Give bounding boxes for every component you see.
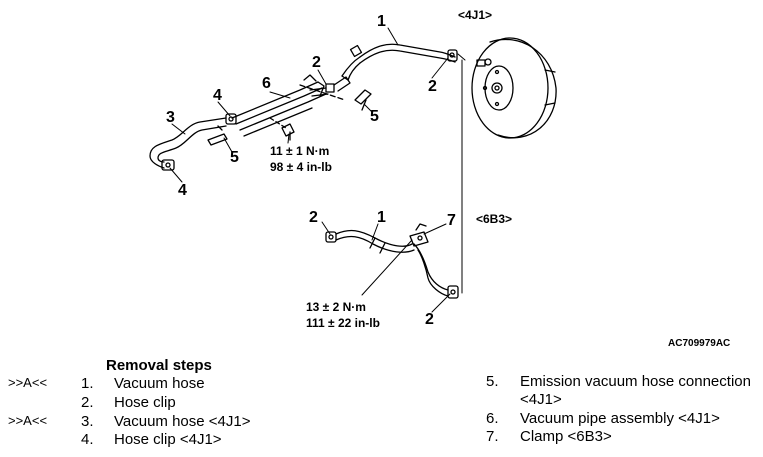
step-row: >>A<< 1. Vacuum hose xyxy=(8,375,338,394)
step-row: 4. Hose clip <4J1> xyxy=(8,431,338,450)
step-row: 7. Clamp <6B3> xyxy=(486,428,761,446)
vacuum-hose-bottom xyxy=(325,229,459,299)
callout-2-top-right: 2 xyxy=(428,78,437,95)
torque-top-imperial: 98 ± 4 in-lb xyxy=(270,160,332,174)
callout-2-bottom-left: 2 xyxy=(309,209,318,226)
step-row: 2. Hose clip xyxy=(8,394,338,413)
step-number: 1. xyxy=(81,375,94,392)
removal-steps-title: Removal steps xyxy=(106,357,212,374)
torque-bottom-metric: 13 ± 2 N·m xyxy=(306,300,366,314)
step-number: 5. xyxy=(486,373,499,390)
callout-1-bottom: 1 xyxy=(377,209,386,226)
callout-1-top: 1 xyxy=(377,13,386,30)
step-text: Emission vacuum hose connection xyxy=(520,373,751,390)
step-row: >>A<< 3. Vacuum hose <4J1> xyxy=(8,413,338,432)
callout-6: 6 xyxy=(262,75,271,92)
clamp-6b3 xyxy=(409,223,429,247)
torque-top-metric: 11 ± 1 N·m xyxy=(270,144,330,158)
step-row: 6. Vacuum pipe assembly <4J1> xyxy=(486,410,761,428)
leader-lines xyxy=(169,27,451,313)
step-number: 7. xyxy=(486,428,499,445)
step-row: 5. Emission vacuum hose connection <4J1> xyxy=(486,373,761,409)
step-mark: >>A<< xyxy=(8,375,48,390)
emission-hose-right xyxy=(299,84,372,111)
callout-2-bottom-right: 2 xyxy=(425,311,434,328)
step-number: 2. xyxy=(81,394,94,411)
callout-4-bottom: 4 xyxy=(178,182,187,199)
variant-label-6b3: <6B3> xyxy=(476,212,513,226)
step-text: Vacuum hose xyxy=(114,375,205,392)
step-number: 3. xyxy=(81,413,94,430)
torque-bottom-imperial: 111 ± 22 in-lb xyxy=(306,316,380,330)
step-text: Clamp <6B3> xyxy=(520,428,612,445)
hose-clip-top xyxy=(309,76,351,97)
callout-5-left: 5 xyxy=(230,149,239,166)
step-text: Vacuum pipe assembly <4J1> xyxy=(520,410,720,427)
step-text-line2: <4J1> xyxy=(520,391,562,408)
step-mark: >>A<< xyxy=(8,413,48,428)
callout-5-right: 5 xyxy=(370,108,379,125)
vacuum-pipe-assembly xyxy=(225,74,327,137)
callout-7: 7 xyxy=(447,212,456,229)
callout-3: 3 xyxy=(166,109,175,126)
figure-code: AC709979AC xyxy=(668,338,731,349)
step-text: Hose clip xyxy=(114,394,176,411)
vacuum-hose-top xyxy=(341,43,458,81)
step-number: 6. xyxy=(486,410,499,427)
variant-label-4j1: <4J1> xyxy=(458,8,493,22)
step-number: 4. xyxy=(81,431,94,448)
brake-booster xyxy=(471,37,557,139)
callout-4-top: 4 xyxy=(213,87,222,104)
vacuum-hose-3 xyxy=(149,117,227,171)
pipe-mount-bolt xyxy=(269,117,295,141)
callout-2-top-mid: 2 xyxy=(312,54,321,71)
step-text: Vacuum hose <4J1> xyxy=(114,413,251,430)
step-text: Hose clip <4J1> xyxy=(114,431,222,448)
